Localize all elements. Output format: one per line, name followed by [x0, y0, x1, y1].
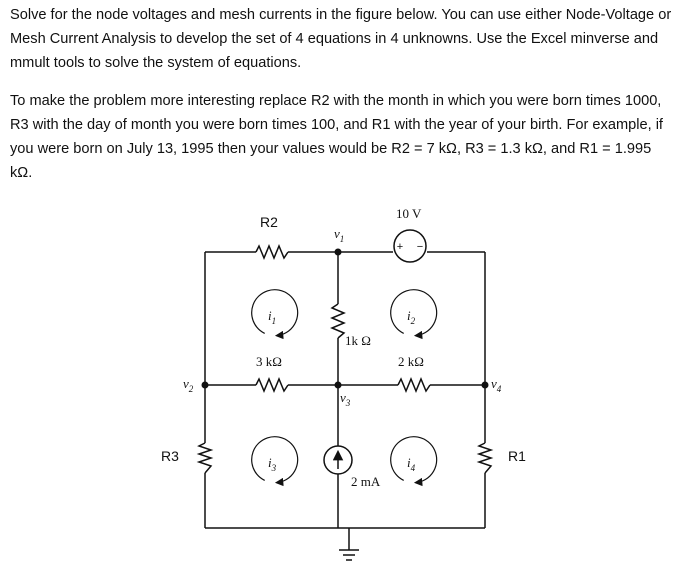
source-plus-sign: + — [397, 241, 403, 253]
label-r1: R1 — [508, 448, 526, 464]
circuit-wires — [204, 251, 486, 550]
mesh-i2-arrow-icon — [390, 289, 438, 340]
node-v1-dot — [334, 248, 342, 256]
resistor-3k — [255, 377, 289, 393]
source-minus-sign: − — [417, 241, 423, 253]
label-2ma: 2 mA — [351, 474, 381, 489]
resistor-r2 — [255, 244, 289, 260]
node-v3-dot — [334, 381, 342, 389]
problem-paragraph-1: Solve for the node voltages and mesh cur… — [10, 7, 672, 71]
problem-paragraph-2: To make the problem more interesting rep… — [10, 93, 663, 181]
label-10v: 10 V — [396, 206, 422, 221]
label-3k: 3 kΩ — [256, 354, 282, 369]
node-v4-dot — [481, 381, 489, 389]
mesh-i2-label: i2 — [407, 308, 416, 326]
mesh-i1-arrow-icon — [251, 289, 299, 340]
mesh-i4-arrow-icon — [390, 436, 438, 487]
node-v1-label: v1 — [334, 226, 344, 244]
mesh-i3-label: i3 — [268, 455, 277, 473]
resistor-2k — [397, 377, 431, 393]
node-v2-dot — [201, 381, 209, 389]
label-r2: R2 — [260, 214, 278, 230]
circuit-diagram: + − i1 i2 i3 i4 v1 v2 v3 v4 R2 R3 R1 10 … — [161, 206, 526, 561]
resistor-r1 — [476, 442, 494, 474]
resistor-r3 — [196, 442, 214, 474]
label-2k: 2 kΩ — [398, 354, 424, 369]
label-1k: 1k Ω — [345, 333, 371, 348]
ground-icon — [339, 549, 359, 561]
label-r3: R3 — [161, 448, 179, 464]
node-v2-label: v2 — [183, 376, 194, 394]
mesh-i3-arrow-icon — [251, 436, 299, 487]
resistor-1k — [330, 303, 346, 339]
mesh-i4-label: i4 — [407, 455, 416, 473]
voltage-source — [393, 229, 427, 263]
node-v4-label: v4 — [491, 376, 502, 394]
mesh-i1-label: i1 — [268, 308, 276, 326]
node-v3-label: v3 — [340, 390, 351, 408]
